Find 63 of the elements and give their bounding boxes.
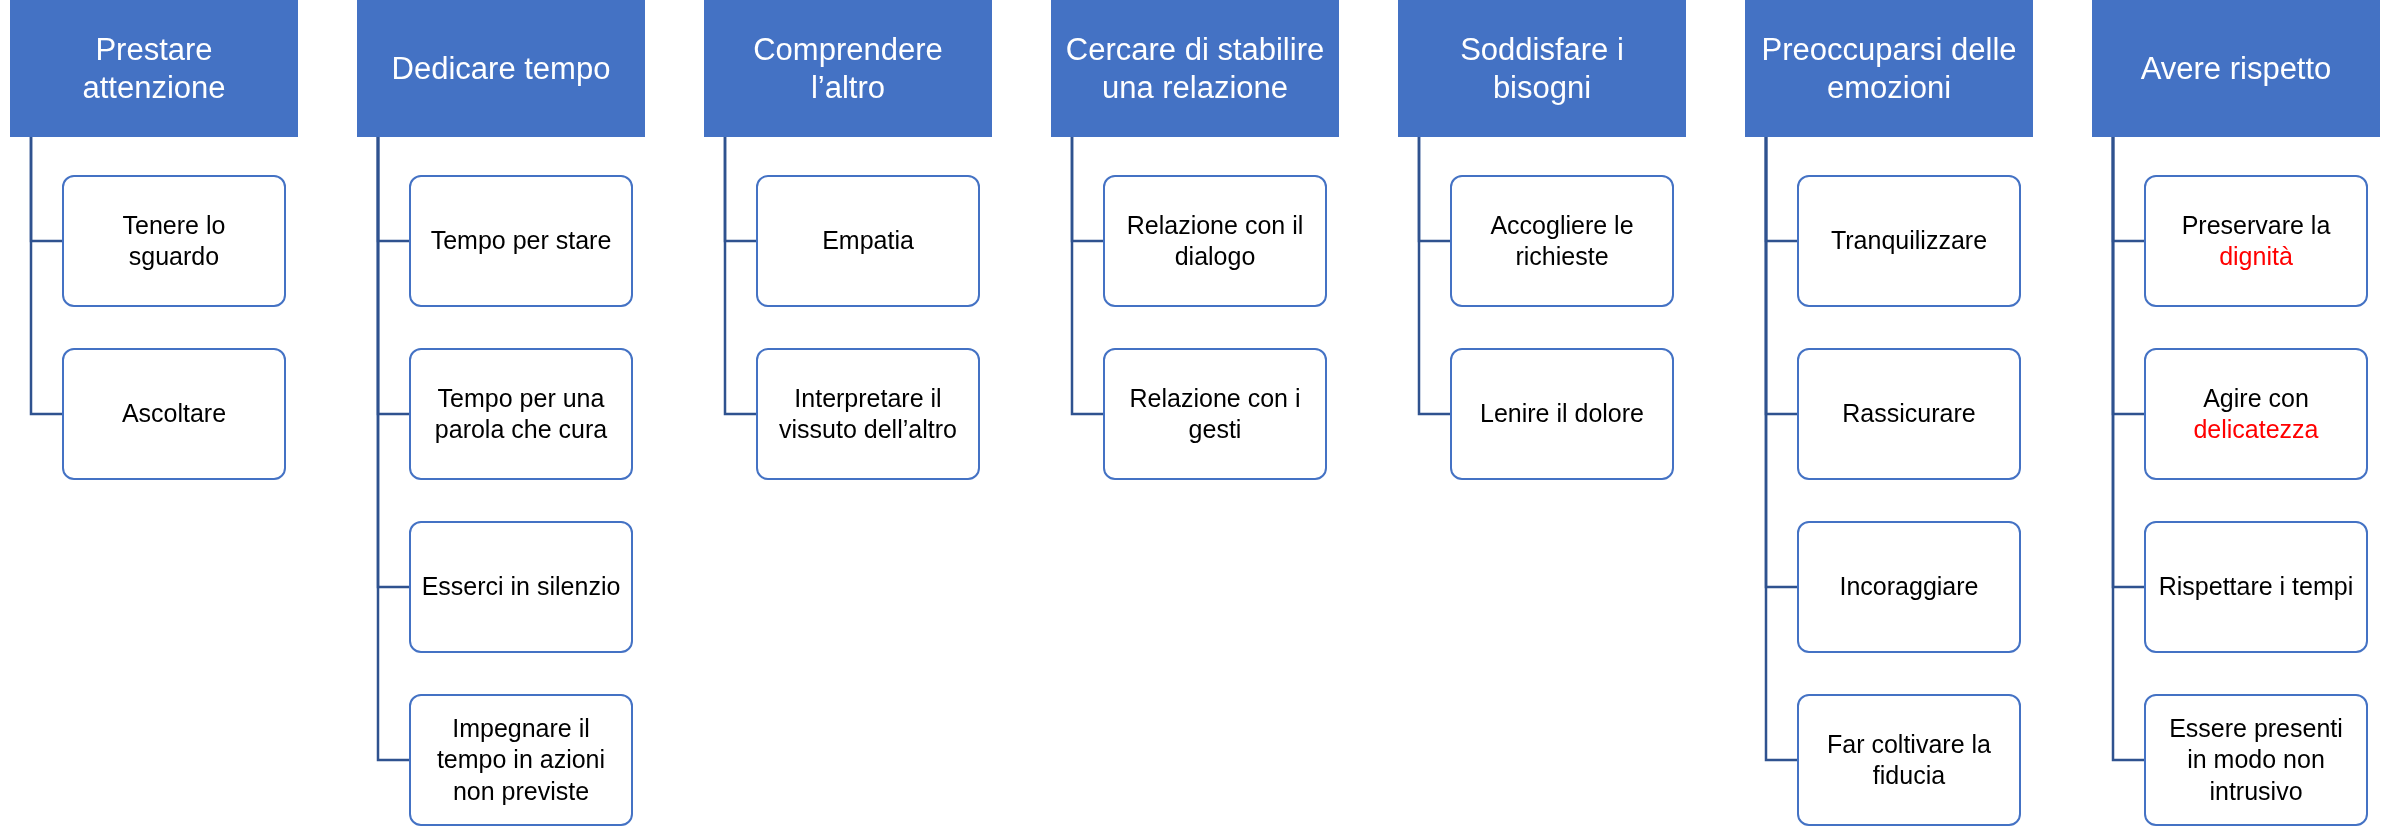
- category-box: [10, 0, 298, 137]
- item-text: Tempo per stare: [430, 225, 612, 257]
- item-box: [409, 175, 633, 307]
- category-title: Dedicare tempo: [391, 49, 611, 88]
- item-text: Interpretare il vissuto dell’altro: [778, 382, 958, 445]
- item-box: [2144, 694, 2368, 826]
- item-text: Rassicurare: [1842, 398, 1976, 430]
- connector-line: [2111, 137, 2144, 762]
- item-text: Agire con: [2203, 382, 2309, 414]
- item-box: [756, 175, 980, 307]
- category-box: [704, 0, 992, 137]
- item-text: Tenere lo sguardo: [121, 209, 227, 272]
- item-box: [2144, 348, 2368, 480]
- category-title: Soddisfare i bisogni: [1459, 31, 1625, 106]
- item-text: Incoraggiare: [1839, 571, 1979, 603]
- item-box: [62, 348, 286, 480]
- category-box: [1745, 0, 2033, 137]
- item-box: [1450, 348, 1674, 480]
- category-title: Preoccuparsi delle emozioni: [1760, 31, 2018, 106]
- category-title: Avere rispetto: [2140, 49, 2332, 88]
- category-title: Prestare attenzione: [81, 31, 227, 106]
- connector-line: [29, 137, 62, 416]
- item-text: Preservare la: [2181, 209, 2331, 241]
- category-box: [1051, 0, 1339, 137]
- item-text: Ascoltare: [121, 398, 227, 430]
- item-text: Impegnare il tempo in azioni non previste: [435, 713, 607, 807]
- connector-line: [376, 137, 409, 762]
- item-text: Relazione con il dialogo: [1125, 209, 1305, 272]
- item-text: Lenire il dolore: [1480, 398, 1644, 430]
- connector-line: [723, 137, 756, 416]
- item-box: [1797, 175, 2021, 307]
- item-box: [409, 348, 633, 480]
- item-box: [1797, 521, 2021, 653]
- item-box: [2144, 175, 2368, 307]
- item-text: Esserci in silenzio: [421, 571, 621, 603]
- category-box: [1398, 0, 1686, 137]
- item-box: [2144, 521, 2368, 653]
- item-text: Tranquilizzare: [1830, 225, 1988, 257]
- item-text: dignità: [2219, 241, 2293, 272]
- category-box: [2092, 0, 2380, 137]
- item-box: [409, 694, 633, 826]
- item-text: Essere presenti in modo non intrusivo: [2168, 713, 2344, 807]
- category-title: Cercare di stabilire una relazione: [1064, 31, 1326, 106]
- item-text: Accogliere le richieste: [1489, 209, 1635, 272]
- item-text: Relazione con i gesti: [1128, 382, 1302, 445]
- item-box: [1450, 175, 1674, 307]
- item-box: [1103, 175, 1327, 307]
- category-box: [357, 0, 645, 137]
- item-text: Tempo per una parola che cura: [433, 382, 609, 445]
- item-box: [1797, 694, 2021, 826]
- item-text: Far coltivare la fiducia: [1826, 728, 1992, 791]
- connector-line: [1417, 137, 1450, 416]
- connector-line: [1764, 137, 1797, 762]
- item-text: Rispettare i tempi: [2158, 571, 2354, 603]
- item-box: [1103, 348, 1327, 480]
- item-box: [62, 175, 286, 307]
- connector-line: [1070, 137, 1103, 416]
- item-text: Empatia: [822, 225, 914, 257]
- category-title: Comprendere l’altro: [752, 31, 944, 106]
- item-box: [756, 348, 980, 480]
- item-box: [1797, 348, 2021, 480]
- item-box: [409, 521, 633, 653]
- item-text: delicatezza: [2193, 414, 2319, 445]
